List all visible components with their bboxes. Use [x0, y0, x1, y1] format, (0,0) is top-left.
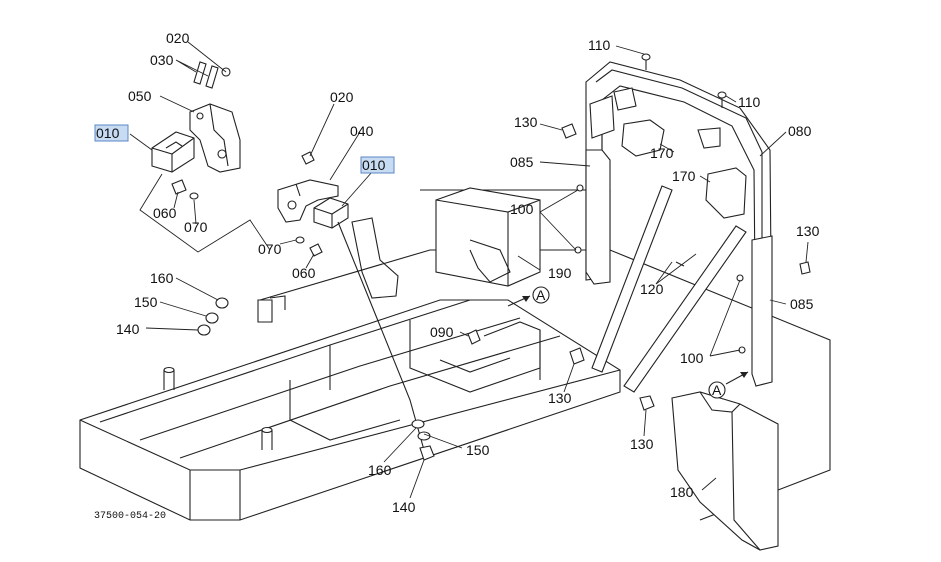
callout-190[interactable]: 190 [548, 265, 572, 281]
bracket-050 [189, 103, 241, 173]
callout-160-a[interactable]: 160 [150, 270, 174, 286]
callout-100-a[interactable]: 100 [510, 201, 534, 217]
leader-lines [129, 41, 809, 499]
callout-170-b[interactable]: 170 [672, 168, 696, 184]
mount-rod [337, 221, 425, 451]
cushion-010-b [313, 197, 349, 229]
callout-150-b[interactable]: 150 [466, 442, 490, 458]
pad-170-a [621, 119, 665, 157]
cushion-010-a [151, 131, 195, 173]
callout-110-a[interactable]: 110 [588, 37, 611, 53]
callout-160-b[interactable]: 160 [368, 462, 392, 478]
callout-080[interactable]: 080 [788, 123, 812, 139]
callout-050[interactable]: 050 [128, 88, 152, 104]
callout-140-b[interactable]: 140 [392, 499, 416, 515]
bolts-center [295, 151, 323, 257]
section-arrow-a-1: A [507, 286, 550, 307]
callout-060-b[interactable]: 060 [292, 265, 316, 281]
callout-070-a[interactable]: 070 [184, 219, 208, 235]
cover-190 [435, 187, 541, 287]
callout-180[interactable]: 180 [670, 484, 694, 500]
drawing-code: 37500-054-20 [94, 511, 166, 522]
braces-120 [591, 185, 747, 393]
callout-070-b[interactable]: 070 [258, 241, 282, 257]
svg-text:A: A [712, 382, 722, 398]
highlight-box-010-a [94, 124, 129, 142]
callout-130-b[interactable]: 130 [796, 223, 820, 239]
bolts-130 [561, 123, 811, 411]
callout-060-a[interactable]: 060 [153, 205, 177, 221]
bracket-near-090 [483, 321, 541, 380]
callout-110-b[interactable]: 110 [738, 94, 761, 110]
callout-085-b[interactable]: 085 [790, 296, 814, 312]
rops-frame [585, 61, 773, 387]
fasteners-left [197, 297, 229, 336]
callout-100-b[interactable]: 100 [680, 350, 704, 366]
bolts-110 [641, 53, 727, 108]
section-arrow-a-2: A [708, 371, 749, 399]
callout-labels: 010 020 030 050 060 070 020 040 010 070 … [94, 30, 820, 522]
gusset-plate [351, 217, 399, 299]
callout-140-a[interactable]: 140 [116, 321, 140, 337]
svg-text:A: A [536, 287, 546, 303]
callout-010-b[interactable]: 010 [362, 157, 386, 173]
bolt-090 [467, 329, 481, 345]
panel-180 [671, 391, 779, 551]
pad-170-b [705, 167, 747, 219]
callout-130-a[interactable]: 130 [514, 114, 538, 130]
fasteners-center [411, 419, 435, 461]
callout-150-a[interactable]: 150 [134, 294, 158, 310]
callout-030[interactable]: 030 [150, 52, 174, 68]
callout-120[interactable]: 120 [640, 281, 664, 297]
bolts-100 [574, 184, 746, 354]
callout-040[interactable]: 040 [350, 123, 374, 139]
callout-130-d[interactable]: 130 [630, 436, 654, 452]
callout-130-c[interactable]: 130 [548, 390, 572, 406]
pins-030 [193, 61, 231, 89]
bracket-040 [277, 179, 339, 223]
callout-085-a[interactable]: 085 [510, 154, 534, 170]
callout-010-a[interactable]: 010 [96, 125, 120, 141]
highlight-box-010-b [360, 156, 395, 174]
callout-170-a[interactable]: 170 [650, 145, 674, 161]
callout-020-a[interactable]: 020 [166, 30, 190, 46]
bolts-060-070-a [171, 179, 199, 200]
callout-020-b[interactable]: 020 [330, 89, 354, 105]
callout-090[interactable]: 090 [430, 324, 454, 340]
